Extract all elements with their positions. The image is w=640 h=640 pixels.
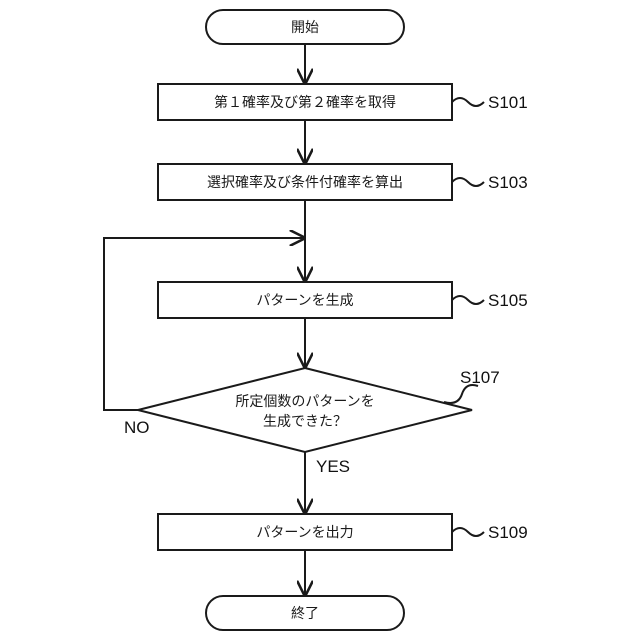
s105-label: パターンを生成	[256, 293, 353, 309]
s107-label-line2: 生成できた？	[263, 414, 347, 430]
start-terminal: 開始	[206, 10, 404, 44]
step-s101: 第１確率及び第２確率を取得 S101	[158, 84, 528, 120]
s103-leader	[452, 178, 484, 186]
start-label: 開始	[291, 20, 319, 36]
s101-label: 第１確率及び第２確率を取得	[214, 94, 396, 111]
step-s103: 選択確率及び条件付確率を算出 S103	[158, 164, 528, 200]
end-label: 終了	[291, 606, 319, 622]
s103-label: 選択確率及び条件付確率を算出	[207, 174, 403, 191]
s109-step-id: S109	[488, 523, 528, 542]
step-s109: パターンを出力 S109	[158, 514, 528, 550]
no-label: NO	[124, 418, 150, 437]
s107-label-line1: 所定個数のパターンを	[235, 394, 374, 410]
s101-step-id: S101	[488, 93, 528, 112]
s109-label: パターンを出力	[256, 525, 353, 541]
yes-label: YES	[316, 457, 350, 476]
s105-leader	[452, 296, 484, 304]
s101-leader	[452, 98, 484, 106]
s109-leader	[452, 528, 484, 536]
end-terminal: 終了	[206, 596, 404, 630]
s107-leader	[444, 385, 478, 403]
s107-step-id: S107	[460, 368, 500, 387]
decision-s107: 所定個数のパターンを 生成できた？ S107 NO YES	[124, 368, 500, 476]
s105-step-id: S105	[488, 291, 528, 310]
step-s105: パターンを生成 S105	[158, 282, 528, 318]
s103-step-id: S103	[488, 173, 528, 192]
